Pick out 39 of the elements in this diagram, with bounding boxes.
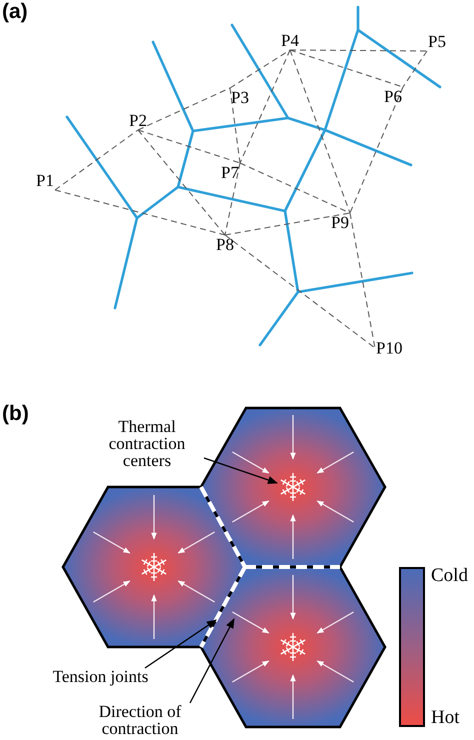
point-label: P8 [215,235,235,254]
leader-arrow [189,618,235,704]
point-label: P4 [280,31,300,50]
dashed-connector [138,88,230,130]
dashed-connector [402,50,428,88]
point-label: P5 [427,32,447,51]
point-label: P3 [230,88,250,107]
dashed-connector [290,50,350,214]
dashed-connector [224,162,240,236]
dashed-connector [240,50,290,164]
dashed-connector [350,212,376,348]
dashed-connector [290,50,428,52]
dashed-connector [230,50,290,88]
point-label: P9 [330,213,350,232]
scale-label: Cold [431,565,468,587]
panel-label: (a) [2,0,28,24]
dashed-connector [230,88,240,164]
dashed-connector [290,50,404,88]
dashed-connector [350,86,404,214]
point-label: P7 [220,163,240,182]
direction-arrow [232,611,270,634]
point-label: P2 [128,111,148,130]
dashed-connector [54,130,138,190]
callout-text: Direction of contraction [78,703,202,737]
panel-label: (b) [2,402,29,426]
tension-joint [199,566,247,648]
dashed-connector [224,234,376,348]
point-label: P1 [35,171,55,190]
leader-arrow [144,619,217,669]
point-label: P10 [375,338,404,358]
callout-text: Tension joints [38,668,163,685]
dashed-connector [224,212,350,236]
dashed-connector [54,190,226,236]
callout-text: Thermal contraction centers [90,418,204,469]
dashed-connector [138,130,240,164]
point-label: P6 [383,87,403,106]
dashed-connector [138,130,226,236]
scale-label: Hot [431,707,460,729]
dashed-connector [240,162,350,214]
